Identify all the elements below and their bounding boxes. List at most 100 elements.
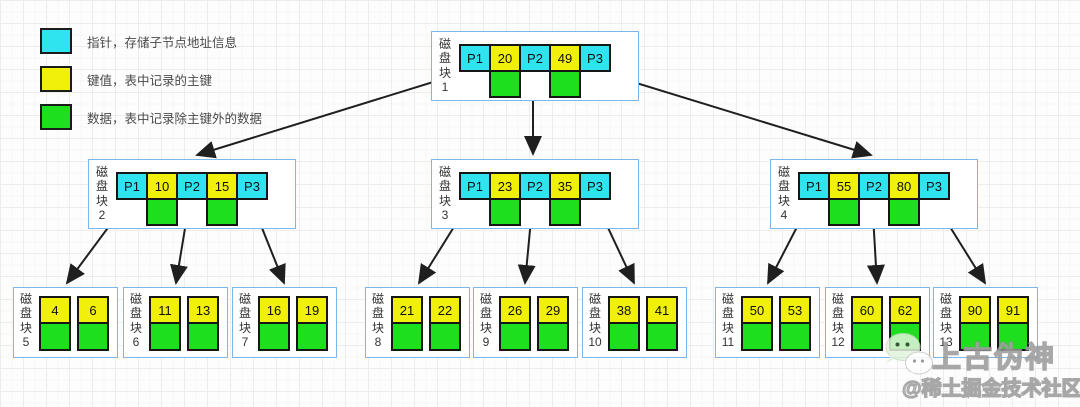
key-cell: 35 bbox=[549, 172, 581, 200]
cell-row: P1 10 P2 15 P3 bbox=[116, 172, 268, 226]
pointer-cell: P2 bbox=[519, 172, 551, 200]
disk-block-5: 磁盘块 5 4 6 bbox=[13, 287, 118, 358]
key-cell: 53 bbox=[779, 296, 811, 324]
data-cell bbox=[537, 322, 569, 351]
disk-block-label: 磁盘块 9 bbox=[479, 292, 493, 350]
pointer-cell: P3 bbox=[236, 172, 268, 200]
disk-block-number: 11 bbox=[721, 335, 735, 350]
data-cell bbox=[146, 198, 178, 226]
key-cell: 49 bbox=[549, 44, 581, 72]
key-cell: 11 bbox=[149, 296, 181, 324]
disk-block-label: 磁盘块 5 bbox=[19, 292, 33, 350]
data-cell bbox=[258, 322, 290, 351]
legend: 指针，存储子节点地址信息 键值，表中记录的主键 数据，表中记录除主键外的数据 bbox=[40, 28, 262, 142]
cell-row: P1 20 P2 49 P3 bbox=[459, 44, 611, 98]
disk-block-label-text: 磁盘块 bbox=[832, 292, 845, 335]
data-cell bbox=[206, 198, 238, 226]
legend-item-data: 数据，表中记录除主键外的数据 bbox=[40, 104, 262, 130]
key-cell: 29 bbox=[537, 296, 569, 324]
cell-row: P1 55 P2 80 P3 bbox=[798, 172, 950, 226]
leaf-slot: 29 bbox=[537, 296, 569, 351]
disk-block-number: 7 bbox=[241, 335, 249, 350]
watermark: 上古伪神 @稀土掘金技术社区 bbox=[872, 330, 1080, 407]
pointer-cell: P1 bbox=[116, 172, 148, 200]
pointer-cell: P2 bbox=[858, 172, 890, 200]
leaf-slot: 60 bbox=[851, 296, 883, 351]
legend-label: 指针，存储子节点地址信息 bbox=[87, 35, 238, 50]
disk-block-number: 8 bbox=[374, 335, 382, 350]
disk-block-number: 1 bbox=[441, 80, 449, 95]
data-cell bbox=[149, 322, 181, 351]
leaf-slot: 53 bbox=[779, 296, 811, 351]
data-cell bbox=[77, 322, 109, 351]
disk-block-number: 5 bbox=[22, 335, 30, 350]
disk-block-label: 磁盘块 2 bbox=[95, 165, 109, 223]
disk-block-number: 12 bbox=[831, 335, 845, 350]
leaf-slot: 90 bbox=[959, 296, 991, 351]
wechat-icon bbox=[885, 333, 933, 378]
disk-block-label: 磁盘块 6 bbox=[129, 292, 143, 350]
disk-block-label: 磁盘块 3 bbox=[438, 165, 452, 223]
disk-block-number: 6 bbox=[132, 335, 140, 350]
key-swatch bbox=[40, 66, 72, 92]
pointer-cell: P2 bbox=[176, 172, 208, 200]
legend-label: 数据，表中记录除主键外的数据 bbox=[87, 111, 263, 126]
data-cell bbox=[549, 198, 581, 226]
leaf-slot: 16 bbox=[258, 296, 290, 351]
key-cell: 60 bbox=[851, 296, 883, 324]
key-cell: 41 bbox=[646, 296, 678, 324]
disk-block-label: 磁盘块 13 bbox=[939, 292, 953, 350]
data-cell bbox=[489, 70, 521, 98]
data-cell bbox=[741, 322, 773, 351]
disk-block-label-text: 磁盘块 bbox=[722, 292, 735, 335]
pointer-cell: P3 bbox=[579, 172, 611, 200]
key-cell: 91 bbox=[997, 296, 1029, 324]
leaf-slot: 4 bbox=[39, 296, 71, 351]
disk-block-6: 磁盘块 6 11 13 bbox=[123, 287, 228, 358]
key-cell: 38 bbox=[608, 296, 640, 324]
key-cell: 55 bbox=[828, 172, 860, 200]
key-cell: 16 bbox=[258, 296, 290, 324]
disk-block-label-text: 磁盘块 bbox=[940, 292, 953, 335]
key-cell: 80 bbox=[888, 172, 920, 200]
leaf-slot: 11 bbox=[149, 296, 181, 351]
disk-block-label-text: 磁盘块 bbox=[439, 37, 452, 80]
disk-block-label: 磁盘块 8 bbox=[371, 292, 385, 350]
disk-block-label-text: 磁盘块 bbox=[480, 292, 493, 335]
data-cell bbox=[828, 198, 860, 226]
disk-block-label: 磁盘块 7 bbox=[238, 292, 252, 350]
disk-block-1: 磁盘块 1 P1 20 P2 49 P3 bbox=[431, 31, 639, 101]
pointer-cell: P3 bbox=[579, 44, 611, 72]
data-cell bbox=[959, 322, 991, 351]
leaf-slot: 50 bbox=[741, 296, 773, 351]
key-cell: 21 bbox=[391, 296, 423, 324]
disk-block-label-text: 磁盘块 bbox=[130, 292, 143, 335]
disk-block-9: 磁盘块 9 26 29 bbox=[473, 287, 578, 358]
disk-block-label-text: 磁盘块 bbox=[96, 165, 109, 208]
key-cell: 10 bbox=[146, 172, 178, 200]
key-cell: 13 bbox=[187, 296, 219, 324]
key-cell: 15 bbox=[206, 172, 238, 200]
leaf-slot: 6 bbox=[77, 296, 109, 351]
legend-label: 键值，表中记录的主键 bbox=[87, 73, 213, 88]
leaf-slot: 41 bbox=[646, 296, 678, 351]
data-cell bbox=[646, 322, 678, 351]
cell-row: P1 23 P2 35 P3 bbox=[459, 172, 611, 226]
key-cell: 90 bbox=[959, 296, 991, 324]
pointer-cell: P1 bbox=[459, 172, 491, 200]
disk-block-label-text: 磁盘块 bbox=[239, 292, 252, 335]
data-cell bbox=[187, 322, 219, 351]
key-cell: 22 bbox=[429, 296, 461, 324]
key-cell: 23 bbox=[489, 172, 521, 200]
data-cell bbox=[499, 322, 531, 351]
disk-block-number: 10 bbox=[588, 335, 602, 350]
pointer-swatch bbox=[40, 28, 72, 54]
key-cell: 20 bbox=[489, 44, 521, 72]
disk-block-label-text: 磁盘块 bbox=[589, 292, 602, 335]
data-cell bbox=[779, 322, 811, 351]
key-cell: 62 bbox=[889, 296, 921, 324]
disk-block-7: 磁盘块 7 16 19 bbox=[232, 287, 337, 358]
data-cell bbox=[39, 322, 71, 351]
disk-block-label-text: 磁盘块 bbox=[20, 292, 33, 335]
